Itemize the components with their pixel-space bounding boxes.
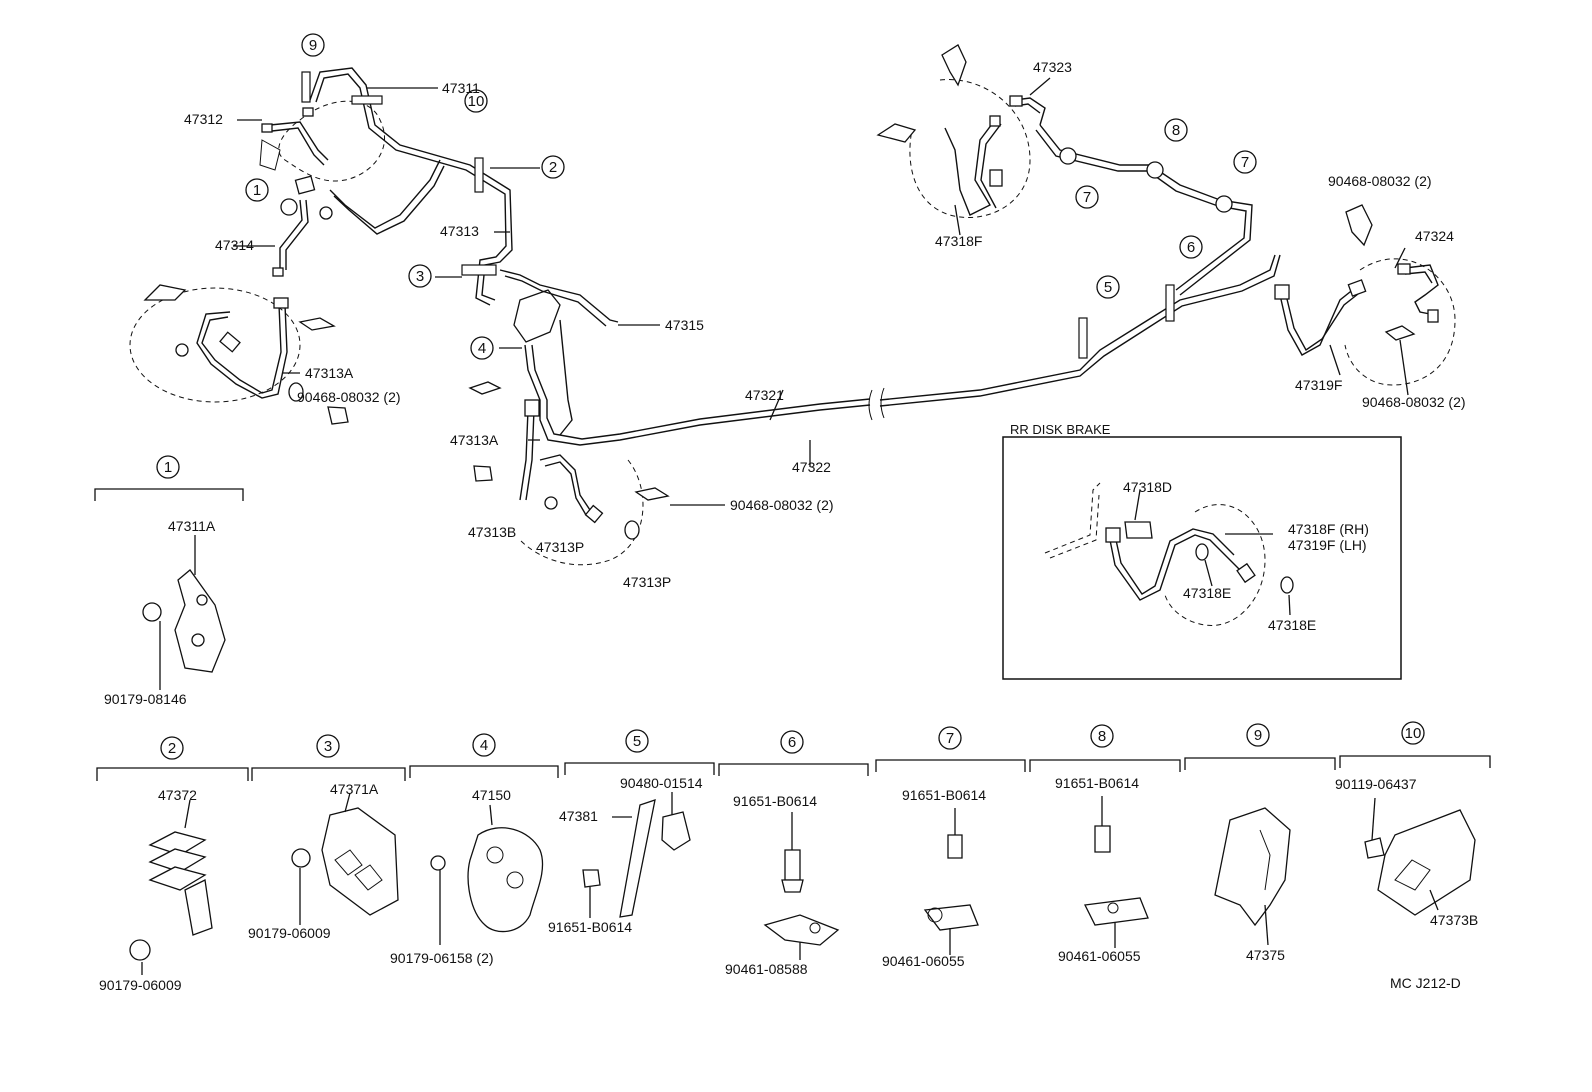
- callout-10: 10: [468, 93, 485, 110]
- label-91651-B0614-d6: 91651-B0614: [733, 793, 817, 809]
- label-47313P-1: 47313P: [536, 539, 584, 555]
- label-90468-left: 90468-08032 (2): [297, 389, 401, 405]
- label-90461-08588: 90461-08588: [725, 961, 808, 977]
- clamp-marker-2: [474, 157, 484, 193]
- proportioning-valve: [513, 289, 561, 343]
- label-47150: 47150: [472, 787, 511, 803]
- diagram-code: MC J212-D: [1390, 975, 1461, 991]
- label-90468-mid: 90468-08032 (2): [730, 497, 834, 513]
- label-47313B: 47313B: [468, 524, 516, 540]
- label-90461-06055-d8: 90461-06055: [1058, 948, 1141, 964]
- callout-markers: 9 10 1 2 3 4 5 6 7 8 7 1 2 3 4 5 6 7 8 9…: [156, 33, 1425, 760]
- clamp-marker-8: [1146, 161, 1164, 179]
- callout-8-detail: 8: [1098, 728, 1106, 745]
- clamp-marker-5: [1078, 317, 1088, 359]
- clamp-marker-7b: [1215, 195, 1233, 213]
- callout-5-detail: 5: [633, 733, 641, 750]
- callout-6-detail: 6: [788, 734, 796, 751]
- label-47311: 47311: [442, 80, 480, 96]
- callout-7b: 7: [1241, 154, 1249, 171]
- callout-8: 8: [1172, 122, 1180, 139]
- callout-4: 4: [478, 340, 486, 357]
- label-47318F: 47318F: [935, 233, 982, 249]
- label-47372: 47372: [158, 787, 197, 803]
- detail-brackets: [96, 755, 1491, 781]
- callout-2: 2: [549, 159, 557, 176]
- label-47318D: 47318D: [1123, 479, 1172, 495]
- clamp-marker-9: [301, 71, 311, 103]
- label-47321: 47321: [745, 387, 784, 403]
- leader-lines: [141, 77, 1439, 975]
- rear-right-assembly: [1274, 204, 1456, 386]
- rr-box-labels: RR DISK BRAKE 47318D 47318F (RH) 47319F …: [1010, 422, 1369, 633]
- label-47375: 47375: [1246, 947, 1285, 963]
- callout-7a: 7: [1083, 189, 1091, 206]
- label-47322: 47322: [792, 459, 831, 475]
- label-47313P-2: 47313P: [623, 574, 671, 590]
- label-90468-r2: 90468-08032 (2): [1362, 394, 1466, 410]
- label-47373B: 47373B: [1430, 912, 1478, 928]
- callout-9: 9: [309, 37, 317, 54]
- label-90179-08146: 90179-08146: [104, 691, 187, 707]
- clamp-marker-7a: [1059, 147, 1077, 165]
- label-47313A-2: 47313A: [450, 432, 499, 448]
- label-47314: 47314: [215, 237, 254, 253]
- label-90179-06158: 90179-06158 (2): [390, 950, 494, 966]
- label-47315: 47315: [665, 317, 704, 333]
- callout-3-detail: 3: [324, 738, 332, 755]
- label-47318E-1: 47318E: [1183, 585, 1231, 601]
- label-47319F: 47319F: [1295, 377, 1342, 393]
- callout-6: 6: [1187, 239, 1195, 256]
- callout-3: 3: [416, 268, 424, 285]
- rear-left-assembly: [876, 44, 1046, 219]
- label-47371A: 47371A: [330, 781, 379, 797]
- label-47311A: 47311A: [168, 518, 216, 534]
- main-tubes: [868, 124, 1281, 421]
- top-part-labels: 47311 47312 47313 47314 47313A 90468-080…: [184, 59, 1466, 590]
- label-91651-B0614-d7: 91651-B0614: [902, 787, 986, 803]
- callout-2-detail: 2: [168, 740, 176, 757]
- callout-4-detail: 4: [480, 737, 488, 754]
- rr-disk-brake-title: RR DISK BRAKE: [1010, 422, 1111, 437]
- label-47324: 47324: [1415, 228, 1454, 244]
- label-47318F-rh: 47318F (RH): [1288, 521, 1369, 537]
- label-47323: 47323: [1033, 59, 1072, 75]
- label-91651-B0614-d8: 91651-B0614: [1055, 775, 1139, 791]
- clamp-marker-3: [461, 264, 497, 276]
- label-47381: 47381: [559, 808, 598, 824]
- detail-1-group: [94, 488, 244, 690]
- label-90468-r1: 90468-08032 (2): [1328, 173, 1432, 189]
- detail-parts: [129, 799, 1476, 961]
- clamp-marker-6: [1165, 284, 1175, 322]
- callout-5: 5: [1104, 279, 1112, 296]
- label-90179-06009-d2: 90179-06009: [99, 977, 182, 993]
- label-90179-06009-d3: 90179-06009: [248, 925, 331, 941]
- callout-7-detail: 7: [946, 730, 954, 747]
- label-47318E-2: 47318E: [1268, 617, 1316, 633]
- clamp-marker-10: [351, 95, 383, 105]
- front-right-wheel: [468, 381, 670, 566]
- callout-1: 1: [253, 182, 261, 199]
- rr-disk-brake-panel: [1002, 436, 1402, 680]
- label-47319F-lh: 47319F (LH): [1288, 537, 1367, 553]
- label-90480-01514: 90480-01514: [620, 775, 703, 791]
- label-91651-B0614-d5: 91651-B0614: [548, 919, 632, 935]
- callout-1-detail: 1: [164, 459, 172, 476]
- label-47312: 47312: [184, 111, 223, 127]
- front-left-assembly: [129, 67, 871, 446]
- callout-10-detail: 10: [1405, 725, 1422, 742]
- callout-9-detail: 9: [1254, 727, 1262, 744]
- label-90461-06055-d7: 90461-06055: [882, 953, 965, 969]
- label-90119-06437: 90119-06437: [1335, 776, 1417, 792]
- label-47313A: 47313A: [305, 365, 354, 381]
- detail-labels: 47311A 90179-08146 47372 90179-06009 473…: [99, 518, 1478, 993]
- label-47313: 47313: [440, 223, 479, 239]
